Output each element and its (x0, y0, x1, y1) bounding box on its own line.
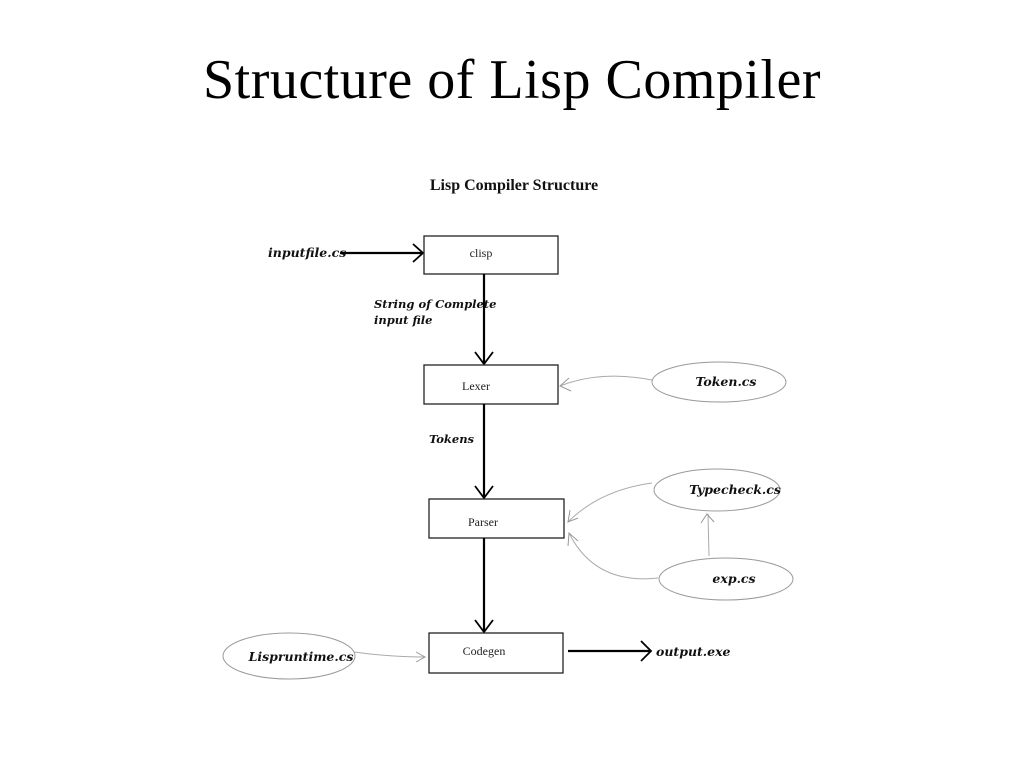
node-exp-cs[interactable]: exp.cs (658, 557, 794, 601)
typecheck-cs-label: Typecheck.cs (689, 482, 781, 497)
box-clisp[interactable]: clisp (423, 235, 559, 275)
box-parser-rect (428, 498, 565, 539)
node-typecheck-cs[interactable]: Typecheck.cs (653, 468, 781, 512)
arrowhead-token-to-lexer (559, 377, 572, 392)
arrowhead-codegen-to-output (640, 640, 653, 662)
box-lexer-rect (423, 364, 559, 405)
edge-label-string-line1: String of Complete (374, 297, 496, 311)
output-exe-label: output.exe (656, 644, 731, 659)
edge-exp-to-parser (568, 532, 659, 580)
box-codegen[interactable]: Codegen (428, 632, 564, 674)
diagram-title: Lisp Compiler Structure (430, 177, 598, 194)
edge-lispruntime-to-codegen (353, 651, 426, 658)
edge-label-string-line2: input file (374, 313, 433, 327)
arrowhead-typecheck-to-parser (567, 509, 579, 523)
box-lexer-label: Lexer (462, 379, 490, 393)
box-clisp-label: clisp (470, 246, 493, 260)
arrowhead-parser-to-codegen (474, 619, 494, 634)
input-file-label: inputfile.cs (268, 245, 346, 260)
arrowhead-lispruntime-to-codegen (415, 651, 427, 663)
edge-exp-to-typecheck (707, 513, 710, 557)
slide-title: Structure of Lisp Compiler (202, 49, 821, 111)
edge-token-to-lexer (559, 375, 653, 387)
ellipse-token-cs (651, 361, 787, 403)
ellipse-lispruntime-cs (222, 632, 356, 680)
ellipse-typecheck-cs (653, 468, 781, 512)
box-lexer[interactable]: Lexer (423, 364, 559, 405)
lispruntime-cs-label: Lispruntime.cs (248, 649, 354, 664)
box-clisp-rect (423, 235, 559, 275)
ellipse-exp-cs (658, 557, 794, 601)
node-lispruntime-cs[interactable]: Lispruntime.cs (222, 632, 356, 680)
node-token-cs[interactable]: Token.cs (651, 361, 787, 403)
arrowhead-lexer-to-parser (474, 485, 494, 500)
arrowhead-inputfile-to-clisp (412, 243, 425, 263)
arrowhead-exp-to-typecheck (700, 513, 715, 524)
edge-label-tokens: Tokens (429, 432, 475, 446)
token-cs-label: Token.cs (696, 374, 757, 389)
arrowhead-clisp-to-lexer (474, 351, 494, 366)
box-parser-label: Parser (468, 515, 498, 529)
box-codegen-rect (428, 632, 564, 674)
box-codegen-label: Codegen (463, 644, 506, 658)
box-parser[interactable]: Parser (428, 498, 565, 539)
exp-cs-label: exp.cs (712, 571, 755, 586)
edge-typecheck-to-parser (567, 482, 653, 523)
arrowhead-exp-to-parser (567, 531, 579, 547)
